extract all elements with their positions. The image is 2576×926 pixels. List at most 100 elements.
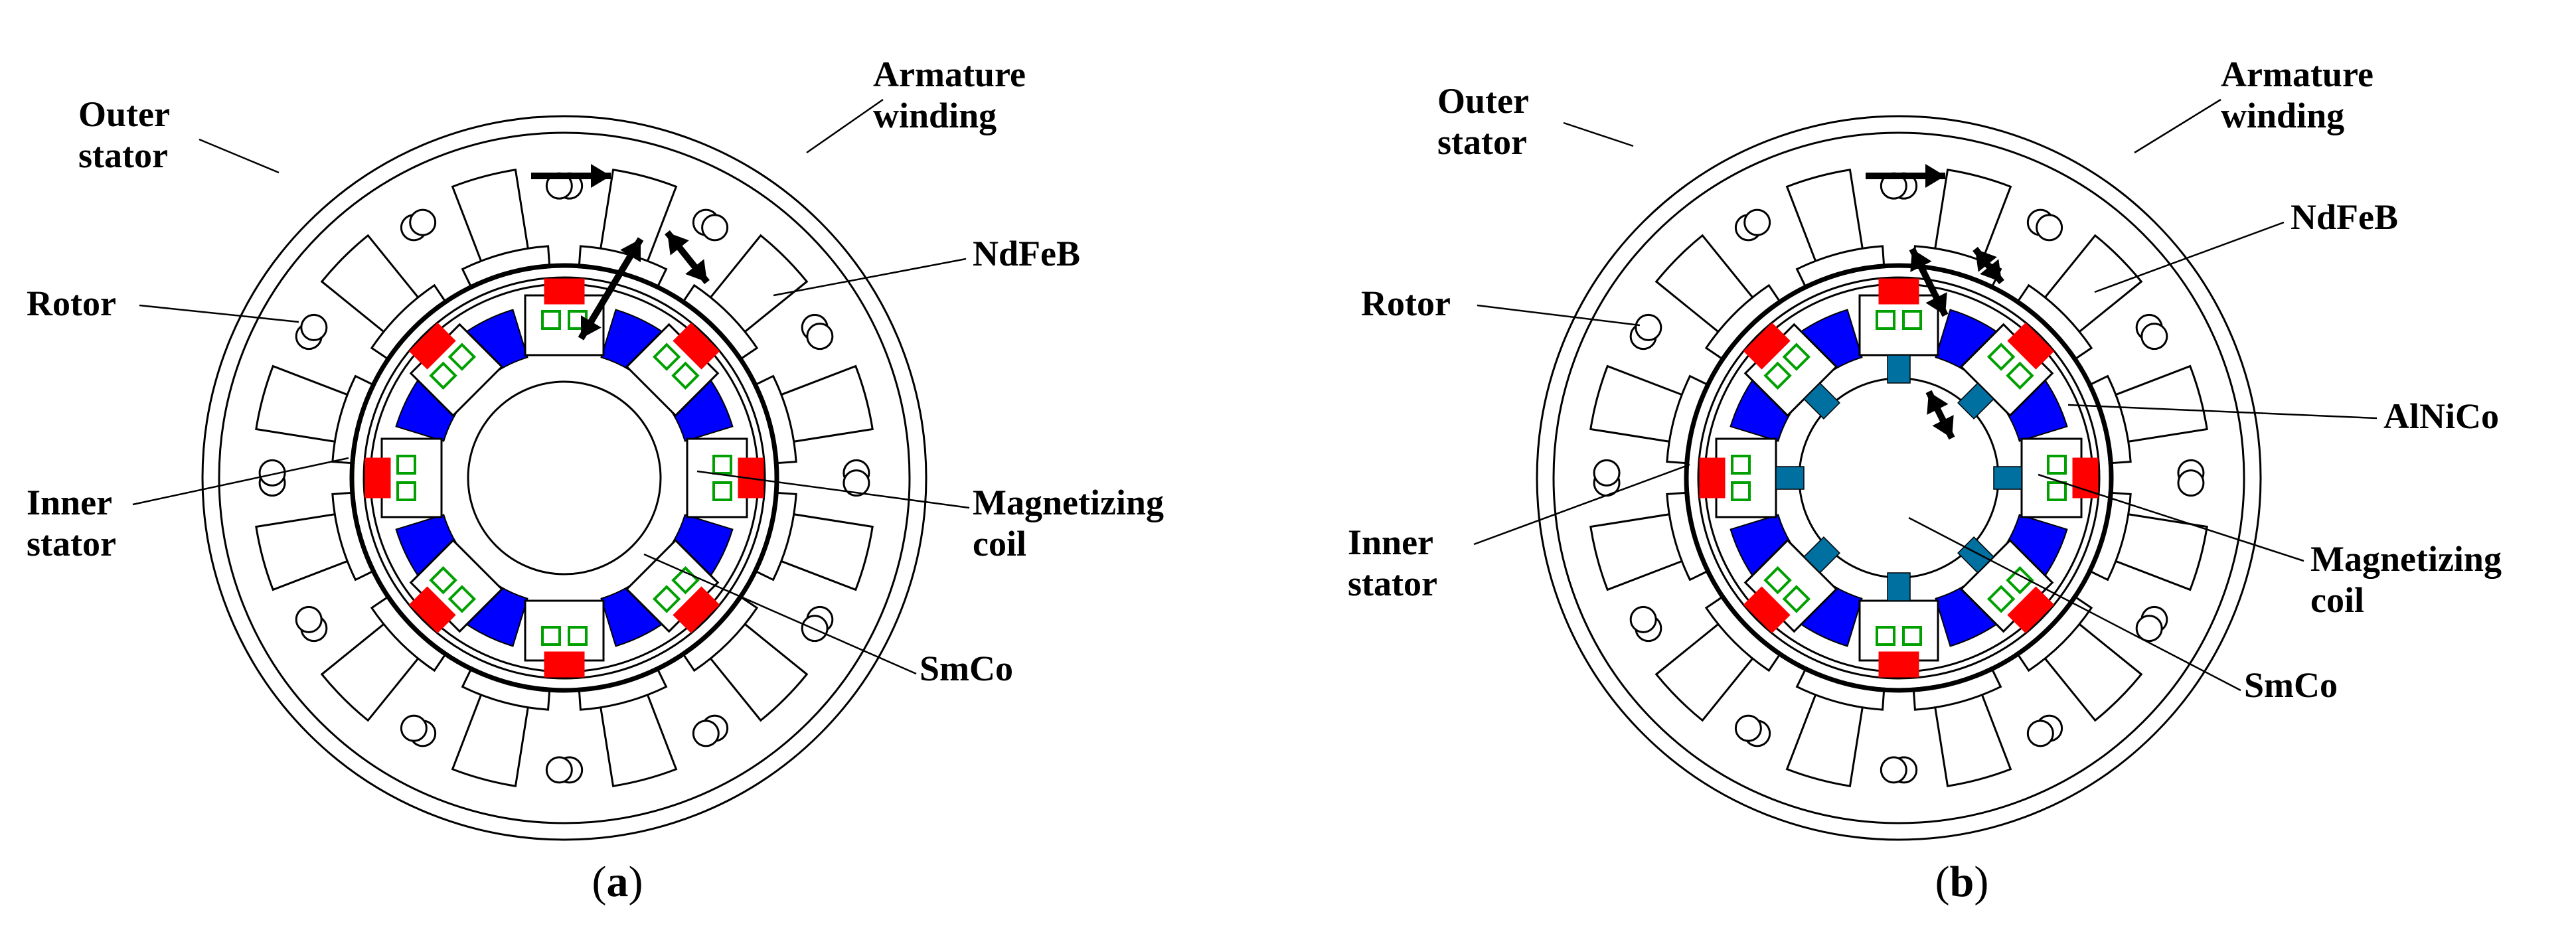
magnetizing-coil-conductor — [429, 566, 457, 595]
alnico-magnet — [1957, 382, 1994, 420]
magnetization-arrow-head — [591, 164, 611, 188]
magnetizing-coil-conductor — [2006, 566, 2034, 595]
outer-casing-ring — [1536, 115, 2262, 841]
label-alnico-line: AlNiCo — [2383, 396, 2499, 436]
ndfeb-magnet — [2007, 586, 2055, 634]
magnetizing-coil-conductor — [429, 361, 457, 390]
leader-line — [643, 553, 917, 675]
label-magnetizing-coil-line: Magnetizing — [973, 483, 1164, 522]
magnetizing-coil-conductor — [541, 310, 561, 330]
armature-winding-conductor — [1593, 459, 1621, 487]
ndfeb-magnet — [2007, 322, 2055, 370]
leader-line — [199, 138, 280, 174]
ndfeb-magnet — [544, 278, 585, 305]
armature-winding-conductor — [1629, 605, 1657, 633]
armature-winding-conductor — [295, 605, 323, 633]
leader-line — [1477, 304, 1641, 327]
leader-line — [2038, 473, 2304, 562]
panel-caption: (b) — [1935, 858, 1989, 906]
magnetization-arrow-head — [1925, 164, 1945, 188]
armature-winding-conductor — [545, 756, 573, 784]
leader-line — [1563, 121, 1634, 147]
inner-bore — [467, 380, 662, 576]
armature-winding-conductor — [1734, 714, 1762, 742]
armature-winding-conductor — [1880, 756, 1907, 784]
magnetization-arrow-head — [1980, 259, 2002, 282]
magnetizing-coil-conductor — [1876, 626, 1895, 646]
magnetizing-coil-conductor — [652, 343, 681, 371]
armature-winding-conductor — [2036, 214, 2063, 242]
label-rotor: Rotor — [27, 283, 116, 323]
outer-stator-yoke-ring — [1552, 131, 2245, 824]
magnetizing-coil-conductor — [2047, 481, 2067, 501]
leader-line — [1908, 516, 2241, 692]
label-smco: SmCo — [2244, 665, 2338, 705]
leader-line — [2134, 98, 2221, 154]
alnico-magnet — [1993, 466, 2022, 490]
label-smco-line: SmCo — [2244, 665, 2338, 705]
leader-line — [132, 457, 349, 506]
armature-winding-conductor — [2140, 323, 2168, 350]
armature-winding-conductor — [258, 459, 286, 487]
leader-line — [2067, 404, 2377, 420]
alnico-magnet — [1957, 536, 1994, 574]
leader-line — [696, 470, 970, 509]
magnetizing-coil-conductor — [1902, 310, 1922, 330]
label-armature-winding-line: Armature — [873, 54, 1026, 94]
armature-winding-conductor — [2026, 720, 2054, 747]
leader-line — [2094, 221, 2285, 293]
label-outer-stator-line: stator — [78, 135, 168, 175]
label-outer-stator-line: stator — [1437, 122, 1527, 162]
label-smco-line: SmCo — [920, 649, 1013, 688]
ndfeb-magnet — [1743, 322, 1791, 370]
label-inner-stator-line: stator — [1348, 564, 1437, 603]
alnico-magnet — [1803, 536, 1840, 574]
ndfeb-magnet — [408, 322, 456, 370]
magnetizing-coil-conductor — [447, 343, 477, 371]
magnetizing-coil-conductor — [541, 626, 561, 646]
magnetization-arrow-head — [1932, 415, 1954, 438]
rotor-outer-ring — [349, 263, 779, 693]
magnetizing-coil-conductor — [1731, 481, 1751, 501]
label-rotor: Rotor — [1361, 283, 1451, 323]
leader-line — [1473, 463, 1690, 546]
magnetizing-coil-conductor — [1763, 566, 1792, 595]
label-magnetizing-coil-line: Magnetizing — [2310, 539, 2502, 579]
ndfeb-magnet — [408, 586, 456, 634]
label-ndfeb-line: NdFeB — [2291, 197, 2398, 237]
label-magnetizing-coil-line: coil — [973, 524, 1026, 564]
magnetization-arrow-head — [1927, 392, 1949, 415]
panel-caption-letter: a — [607, 858, 629, 906]
magnetization-arrow-head — [1925, 292, 1947, 315]
magnetizing-coil-conductor — [1763, 361, 1792, 390]
label-inner-stator-line: stator — [27, 524, 116, 564]
inner-stator-pole — [625, 323, 720, 418]
outer-stator-yoke-ring — [218, 131, 911, 824]
armature-winding-conductor — [300, 313, 328, 341]
alnico-magnet — [1775, 466, 1805, 490]
leader-line — [773, 258, 967, 297]
armature-winding-conductor — [692, 720, 720, 747]
label-outer-stator-line: Outer — [1437, 81, 1529, 121]
armature-winding-conductor — [2177, 469, 2205, 497]
ndfeb-magnet — [364, 457, 391, 499]
label-armature-winding-line: winding — [873, 96, 997, 135]
outer-casing-ring — [201, 115, 927, 841]
label-ndfeb: NdFeB — [2291, 197, 2398, 237]
armature-winding-conductor — [701, 214, 729, 242]
panel-caption-letter: b — [1950, 858, 1974, 906]
inner-stator-pole — [625, 538, 720, 633]
ndfeb-magnet — [1699, 457, 1726, 499]
armature-winding-conductor — [2135, 615, 2163, 643]
rotor-outer-ring — [1684, 263, 2114, 693]
label-armature-winding-line: Armature — [2221, 54, 2374, 94]
